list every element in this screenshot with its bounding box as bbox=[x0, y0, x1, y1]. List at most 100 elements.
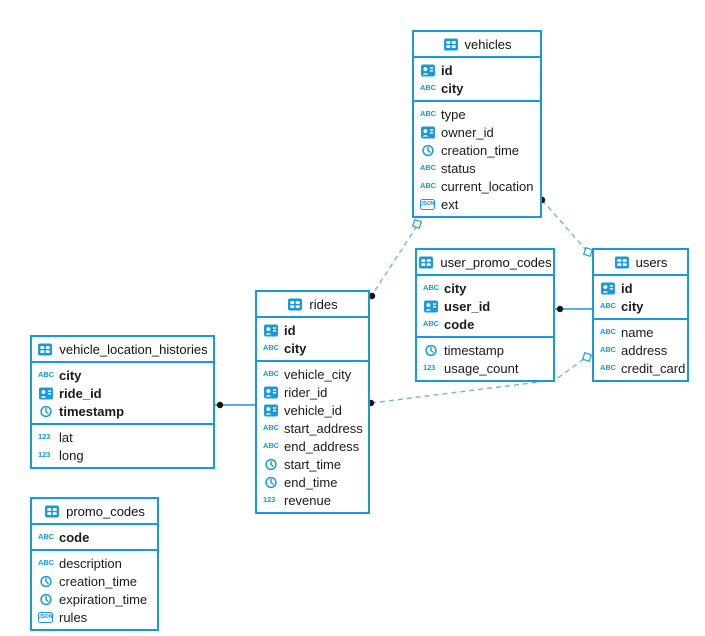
table-icon bbox=[614, 256, 630, 269]
field-row: ABC city bbox=[420, 80, 464, 96]
columns-section: timestamp 123 usage_count bbox=[417, 338, 553, 380]
field-row: ABC address bbox=[600, 342, 668, 358]
number-icon: 123 bbox=[38, 450, 51, 460]
table-header: promo_codes bbox=[32, 499, 157, 525]
uuid-icon bbox=[263, 386, 279, 399]
string-icon: ABC bbox=[600, 301, 616, 311]
field-row: ABC status bbox=[420, 160, 476, 176]
string-icon: ABC bbox=[263, 369, 279, 379]
table-rides[interactable]: rides id ABC city ABC vehicle_city rider… bbox=[255, 290, 370, 514]
pk-section: id ABC city bbox=[257, 318, 368, 362]
table-promo-codes[interactable]: promo_codes ABC code ABC description cre… bbox=[30, 497, 159, 631]
field-row: timestamp bbox=[32, 402, 213, 420]
field-row: ABC code bbox=[38, 529, 90, 545]
timestamp-icon bbox=[263, 476, 279, 489]
timestamp-icon bbox=[420, 144, 436, 157]
table-user-promo-codes[interactable]: user_promo_codes ABC city user_id ABC co… bbox=[415, 248, 555, 382]
number-icon: 123 bbox=[423, 363, 436, 373]
field-row: ABC end_address bbox=[263, 438, 360, 454]
table-title: user_promo_codes bbox=[440, 254, 552, 270]
field-row: ABC current_location bbox=[420, 178, 534, 194]
table-vehicle-location-histories[interactable]: vehicle_location_histories ABC city ride… bbox=[30, 335, 215, 469]
field-row: user_id bbox=[417, 297, 553, 315]
string-icon: ABC bbox=[420, 83, 436, 93]
field-row: creation_time bbox=[32, 572, 157, 590]
string-icon: ABC bbox=[423, 319, 439, 329]
pk-section: ABC code bbox=[32, 525, 157, 551]
pk-section: id ABC city bbox=[594, 276, 687, 320]
pk-diamond bbox=[581, 351, 593, 363]
pk-section: ABC city ride_id timestamp bbox=[32, 363, 213, 425]
field-row: owner_id bbox=[414, 123, 540, 141]
field-row: ABC description bbox=[38, 555, 122, 571]
table-title: promo_codes bbox=[66, 503, 145, 519]
field-row: rider_id bbox=[257, 383, 368, 401]
columns-section: ABC type owner_id creation_time ABC stat… bbox=[414, 102, 540, 216]
field-row: 123 lat bbox=[38, 429, 73, 445]
table-users[interactable]: users id ABC city ABC name ABC address A… bbox=[592, 248, 689, 382]
uuid-icon bbox=[420, 126, 436, 139]
table-header: rides bbox=[257, 292, 368, 318]
field-row: id bbox=[257, 321, 368, 339]
pk-section: ABC city user_id ABC code bbox=[417, 276, 553, 338]
field-row: ABC city bbox=[38, 367, 82, 383]
string-icon: ABC bbox=[423, 283, 439, 293]
uuid-icon bbox=[263, 324, 279, 337]
table-icon bbox=[418, 256, 434, 269]
field-row: ABC name bbox=[600, 324, 654, 340]
string-icon: ABC bbox=[600, 363, 616, 373]
field-row: ABC city bbox=[423, 280, 467, 296]
table-header: users bbox=[594, 250, 687, 276]
table-icon bbox=[37, 343, 53, 356]
pk-section: id ABC city bbox=[414, 58, 540, 102]
fk-dot bbox=[216, 401, 224, 409]
table-header: vehicle_location_histories bbox=[32, 337, 213, 363]
uuid-icon bbox=[263, 404, 279, 417]
timestamp-icon bbox=[38, 575, 54, 588]
uuid-icon bbox=[420, 64, 436, 77]
uuid-icon bbox=[423, 300, 439, 313]
field-row: expiration_time bbox=[32, 590, 157, 608]
field-row: ABC city bbox=[600, 298, 644, 314]
json-icon: JSON bbox=[38, 611, 53, 623]
string-icon: ABC bbox=[263, 343, 279, 353]
table-vehicles[interactable]: vehicles id ABC city ABC type owner_id bbox=[412, 30, 542, 218]
field-row: ride_id bbox=[32, 384, 213, 402]
string-icon: ABC bbox=[38, 532, 54, 542]
field-row: ABC city bbox=[263, 340, 307, 356]
table-header: vehicles bbox=[414, 32, 540, 58]
string-icon: ABC bbox=[38, 558, 54, 568]
table-header: user_promo_codes bbox=[417, 250, 553, 276]
field-row: ABC vehicle_city bbox=[263, 366, 352, 382]
field-row: vehicle_id bbox=[257, 401, 368, 419]
string-icon: ABC bbox=[38, 370, 54, 380]
string-icon: ABC bbox=[420, 109, 436, 119]
timestamp-icon bbox=[423, 344, 439, 357]
string-icon: ABC bbox=[600, 327, 616, 337]
number-icon: 123 bbox=[263, 495, 276, 505]
field-row: 123 usage_count bbox=[423, 360, 519, 376]
uuid-icon bbox=[600, 282, 616, 295]
string-icon: ABC bbox=[600, 345, 616, 355]
field-row: JSON ext bbox=[420, 196, 459, 212]
field-row: ABC type bbox=[420, 106, 466, 122]
field-row: JSON rules bbox=[38, 609, 88, 625]
timestamp-icon bbox=[38, 405, 54, 418]
field-row: ABC code bbox=[423, 316, 475, 332]
table-title: vehicles bbox=[464, 36, 512, 52]
columns-section: ABC description creation_time expiration… bbox=[32, 551, 157, 629]
string-icon: ABC bbox=[263, 423, 279, 433]
timestamp-icon bbox=[38, 593, 54, 606]
field-row: end_time bbox=[257, 473, 368, 491]
fk-dot bbox=[368, 292, 376, 300]
number-icon: 123 bbox=[38, 432, 51, 442]
string-icon: ABC bbox=[420, 181, 436, 191]
field-row: id bbox=[414, 61, 540, 79]
pk-diamond bbox=[411, 218, 423, 230]
string-icon: ABC bbox=[263, 441, 279, 451]
relationship-line-vehicles-users bbox=[541, 199, 587, 251]
table-title: users bbox=[635, 254, 668, 270]
table-icon bbox=[44, 505, 60, 518]
